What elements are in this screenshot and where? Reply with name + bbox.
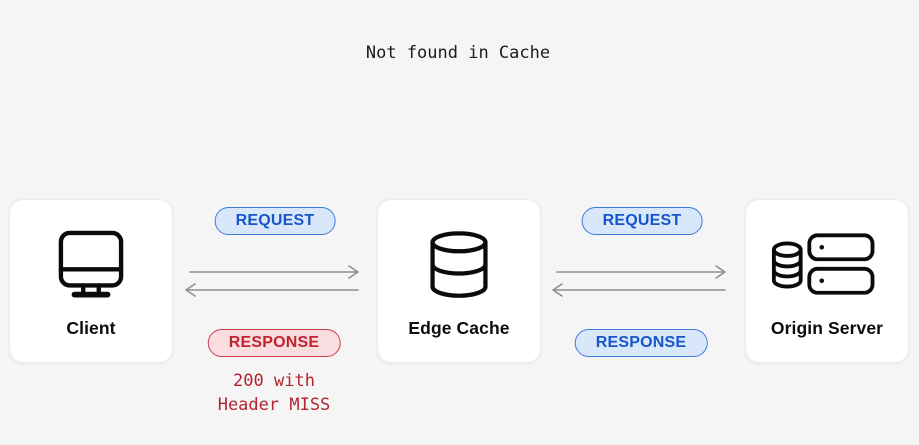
response-badge-client-edge: RESPONSE xyxy=(207,329,341,357)
request-arrow-client-edge xyxy=(189,265,359,279)
request-badge-client-edge: REQUEST xyxy=(214,207,336,235)
node-origin-server: Origin Server xyxy=(745,199,909,363)
response-status-note: 200 with Header MISS xyxy=(218,369,331,417)
dashed-connector-line xyxy=(455,70,459,200)
response-arrow-edge-client xyxy=(185,283,359,297)
request-arrow-edge-origin xyxy=(556,265,726,279)
response-status-line2: Header MISS xyxy=(217,395,331,415)
request-badge-edge-origin: REQUEST xyxy=(581,207,703,235)
cache-miss-note: Not found in Cache xyxy=(365,43,551,63)
node-client: Client xyxy=(9,199,173,363)
database-icon xyxy=(428,212,490,318)
node-label-client: Client xyxy=(66,318,116,338)
server-icon xyxy=(771,212,884,318)
node-edge-cache: Edge Cache xyxy=(377,199,541,363)
response-badge-edge-origin: RESPONSE xyxy=(574,329,708,357)
response-arrow-origin-edge xyxy=(552,283,726,297)
monitor-icon xyxy=(58,212,124,318)
response-status-line1: 200 with xyxy=(233,371,315,391)
node-label-edge-cache: Edge Cache xyxy=(408,318,510,338)
node-label-origin-server: Origin Server xyxy=(770,318,884,338)
